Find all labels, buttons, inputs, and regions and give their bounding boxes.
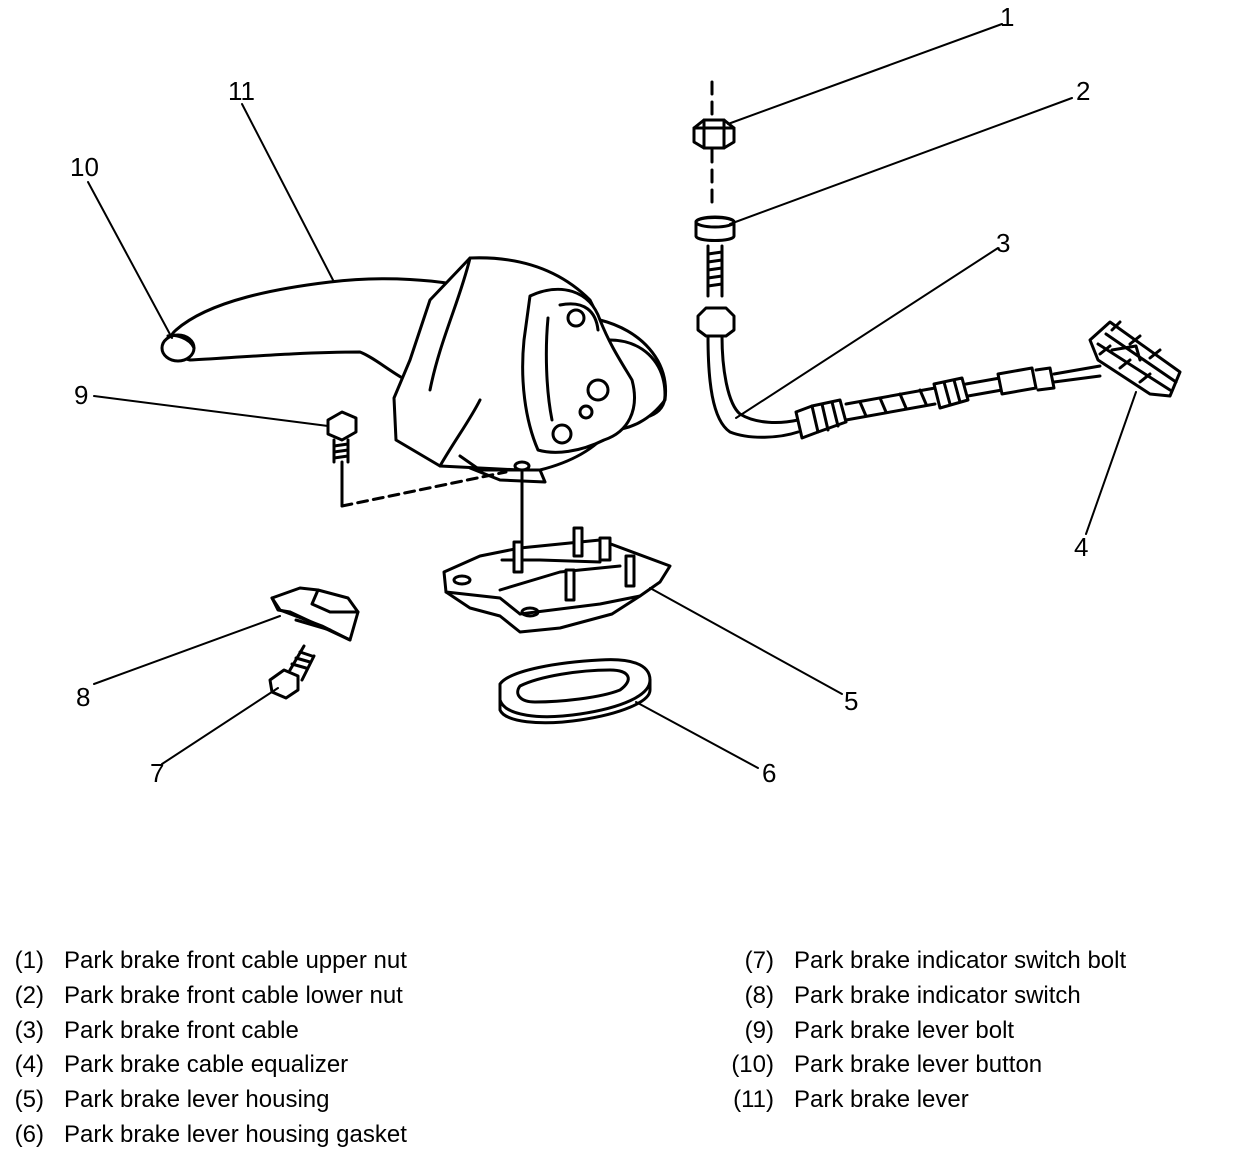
legend-item: (7) Park brake indicator switch bolt — [722, 944, 1127, 979]
exploded-parts-diagram: 1 2 3 4 5 6 7 8 9 10 11 — [70, 2, 1182, 788]
callout-leaders — [87, 23, 1137, 769]
legend-label: Park brake lever housing — [64, 1086, 330, 1114]
lever-housing-gasket — [498, 658, 652, 725]
legend-item: (11) Park brake lever — [722, 1083, 1126, 1118]
legend-label: Park brake lever housing gasket — [64, 1120, 407, 1148]
lever-housing — [442, 526, 672, 634]
callout-10: 10 — [70, 152, 99, 182]
legend-number: (8) — [744, 981, 774, 1009]
legend-number: (6) — [14, 1120, 44, 1148]
legend-number: (3) — [14, 1016, 44, 1044]
callout-2: 2 — [1076, 76, 1090, 106]
callout-4: 4 — [1074, 532, 1088, 562]
park-brake-lever — [168, 256, 668, 484]
callout-7: 7 — [150, 758, 164, 788]
legend-item: (4) Park brake cable equalizer — [8, 1048, 407, 1083]
lever-button — [160, 333, 196, 363]
lever-bolt — [326, 410, 358, 508]
legend-number: (11) — [733, 1086, 774, 1114]
legend-item: (9) Park brake lever bolt — [722, 1014, 1126, 1049]
legend-number: (1) — [14, 947, 44, 974]
legend-item: (1) Park brake front cable upper nut — [8, 944, 407, 979]
callout-9: 9 — [74, 380, 88, 410]
legend-item: (6) Park brake lever housing gasket — [8, 1118, 407, 1153]
legend-number: (2) — [14, 981, 44, 1009]
cable-lower-nut — [694, 215, 736, 242]
legend-number: (9) — [744, 1016, 774, 1044]
legend-label: Park brake front cable upper nut — [64, 947, 407, 974]
callout-5: 5 — [844, 686, 858, 716]
front-cable — [696, 244, 1102, 440]
legend-number: (4) — [14, 1051, 44, 1079]
legend-right-column: (7) Park brake indicator switch bolt (8)… — [722, 944, 1126, 1118]
legend-label: Park brake cable equalizer — [64, 1051, 349, 1079]
cable-equalizer — [1088, 320, 1182, 398]
legend-number: (5) — [14, 1086, 44, 1114]
legend-label: Park brake indicator switch — [794, 981, 1081, 1009]
callout-11: 11 — [228, 76, 255, 106]
legend-number: (10) — [731, 1051, 774, 1079]
legend-label: Park brake front cable lower nut — [64, 981, 403, 1009]
callout-6: 6 — [762, 758, 776, 788]
legend-left-column: (1) Park brake front cable upper nut (2)… — [8, 944, 407, 1153]
indicator-switch — [270, 586, 360, 642]
legend-label: Park brake front cable — [64, 1016, 299, 1044]
legend-number: (7) — [744, 947, 774, 974]
legend-label: Park brake indicator switch bolt — [794, 947, 1127, 974]
callout-3: 3 — [996, 228, 1010, 258]
callout-1: 1 — [1000, 2, 1014, 32]
legend-item: (8) Park brake indicator switch — [722, 979, 1126, 1014]
indicator-switch-bolt — [268, 644, 316, 700]
cable-upper-nut — [692, 118, 736, 150]
legend-label: Park brake lever button — [794, 1051, 1043, 1079]
callout-8: 8 — [76, 682, 90, 712]
legend-item: (5) Park brake lever housing — [8, 1083, 407, 1118]
legend-item: (3) Park brake front cable — [8, 1014, 407, 1049]
legend-label: Park brake lever bolt — [794, 1016, 1015, 1044]
legend-item: (10) Park brake lever button — [722, 1048, 1126, 1083]
legend-label: Park brake lever — [794, 1086, 969, 1114]
legend-item: (2) Park brake front cable lower nut — [8, 979, 407, 1014]
